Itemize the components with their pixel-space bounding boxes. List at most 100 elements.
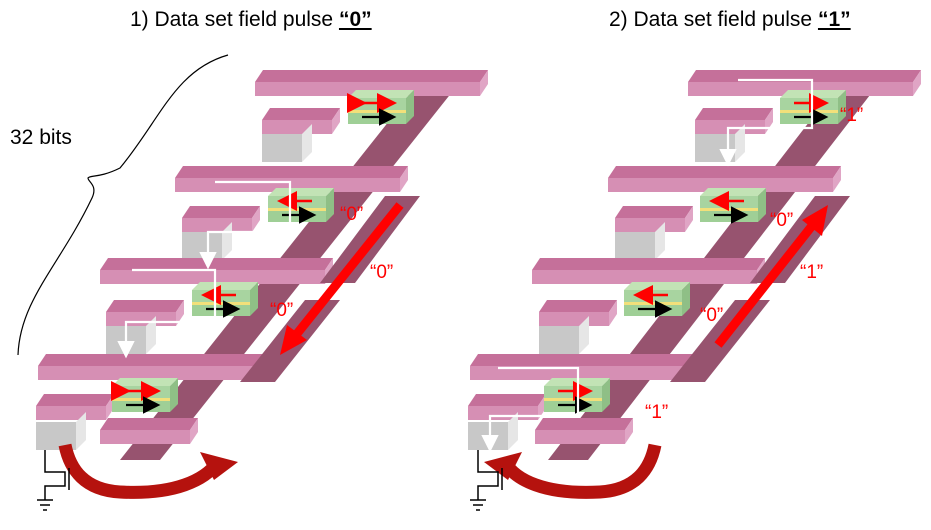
right-transistor-3-front (539, 326, 579, 354)
right-bar-6-front (539, 312, 609, 326)
left-cell-2-barrier (268, 208, 326, 211)
left-transistor-circuit-wire (44, 450, 66, 500)
bits-label: 32 bits (10, 126, 72, 149)
left-cell-4-side (170, 378, 178, 412)
left-field-arrow-shaft (288, 202, 404, 343)
right-cell-2-side (758, 188, 766, 222)
left-panel (17, 54, 488, 511)
left-bar-2-front (262, 120, 332, 134)
left-title-prefix: 1) Data set field pulse (130, 8, 339, 31)
left-bar-1-side (480, 70, 488, 96)
right-transistor-1-side (735, 124, 745, 162)
left-cell-2-lower-layer (268, 211, 326, 222)
right-bar-5-front (532, 270, 757, 284)
right-bar-3-top (608, 166, 841, 178)
right-curved-arrow-head (484, 452, 522, 480)
left-bar-3-top (175, 166, 408, 178)
left-transistor-2-front (182, 232, 222, 260)
left-transistor-4-side (76, 412, 86, 450)
left-bit-label-arrow: “0” (370, 262, 394, 283)
left-cell-3-lower-layer (192, 305, 250, 316)
right-bar-5-top (532, 258, 765, 270)
left-cell-3-barrier (192, 302, 250, 305)
right-bar-7-front (470, 366, 705, 380)
left-title-value: “0” (338, 8, 372, 31)
left-cell-4-top (112, 378, 178, 386)
right-bar-4-side (685, 206, 693, 232)
left-transistor-circuit (37, 450, 70, 511)
right-cell-3-barrier (624, 302, 682, 305)
left-bar-9-front (100, 430, 190, 444)
right-bar-2-top (695, 108, 773, 120)
left-bar-6-front (106, 312, 176, 326)
right-panel (468, 70, 921, 511)
right-curved-arrow-body (499, 443, 662, 499)
left-transistor-1-front (262, 134, 302, 162)
left-cell-3 (192, 282, 258, 318)
left-bit-label-lower: “0” (270, 300, 294, 321)
left-cell-1-side (406, 90, 414, 124)
left-bar-7-top (38, 354, 281, 366)
left-curved-arrow-head (200, 452, 238, 480)
right-bar-9-front (535, 430, 625, 444)
left-bar-8-top (36, 394, 114, 406)
left-current-path-1 (199, 180, 292, 270)
right-bit-label-upper: “0” (770, 210, 794, 231)
right-transistor-3-side (579, 316, 589, 354)
left-cell-4-lower-layer (112, 401, 170, 412)
right-panel-title: 2) Data set field pulse “1” (609, 8, 851, 32)
right-bar-9-top (535, 418, 633, 430)
right-transistor-4-side (508, 412, 518, 450)
right-bar-4-front (615, 218, 685, 232)
right-bit-label-bottom: “1” (645, 402, 669, 423)
left-current-path-2 (117, 268, 217, 359)
left-bar-6-top (106, 300, 184, 312)
right-cell-3 (624, 282, 690, 318)
left-cell-3-side (250, 282, 258, 316)
left-bar-6-side (176, 300, 184, 326)
left-transistor-1-side (302, 124, 312, 162)
right-cell-3-top (624, 282, 690, 290)
right-bit-label-top: “1” (840, 105, 864, 126)
right-cell-4-lower-layer (544, 401, 602, 412)
left-brace (17, 54, 229, 356)
right-current-path-1 (719, 78, 814, 167)
right-cell-2-lower-layer (700, 211, 758, 222)
left-cell-2-top (268, 188, 334, 196)
left-bar-8-front (36, 406, 106, 420)
right-bar-8-top (468, 394, 546, 406)
right-transistor-4-front (468, 422, 508, 450)
left-bar-1-top (255, 70, 488, 82)
right-cell-4-side (602, 378, 610, 412)
left-cell-4-barrier (112, 398, 170, 401)
right-cell-1-side (838, 90, 846, 124)
left-bar-2-top (262, 108, 340, 120)
left-bar-4-front (182, 218, 252, 232)
left-bar-2-side (332, 108, 340, 134)
left-cell-2 (268, 188, 334, 224)
left-bar-4-top (182, 206, 260, 218)
right-cell-2 (700, 188, 766, 224)
left-bar-9-side (190, 418, 198, 444)
right-bar-9-side (625, 418, 633, 444)
right-transistor-2-side (655, 222, 665, 260)
left-bit-label-upper: “0” (340, 204, 364, 225)
left-cell-1-top (348, 90, 414, 98)
left-bar-5-top (100, 258, 333, 270)
right-bar-4-top (615, 206, 693, 218)
right-bit-label-arrow: “1” (800, 262, 824, 283)
right-field-arrow-head (802, 205, 828, 236)
left-bar-9-top (100, 418, 198, 430)
left-transistor-3-side (146, 316, 156, 354)
right-current-path-2 (481, 366, 580, 453)
left-cell-1-lower-layer (348, 113, 406, 124)
right-cell-2-top (700, 188, 766, 196)
right-bar-1-side (913, 70, 921, 96)
left-cell-4 (111, 378, 178, 414)
right-bar-3-side (833, 166, 841, 192)
right-transistor-circuit (470, 450, 503, 511)
left-panel-title: 1) Data set field pulse “0” (130, 8, 372, 32)
right-transistor-circuit-wire (477, 450, 499, 500)
left-bar-5-front (100, 270, 325, 284)
